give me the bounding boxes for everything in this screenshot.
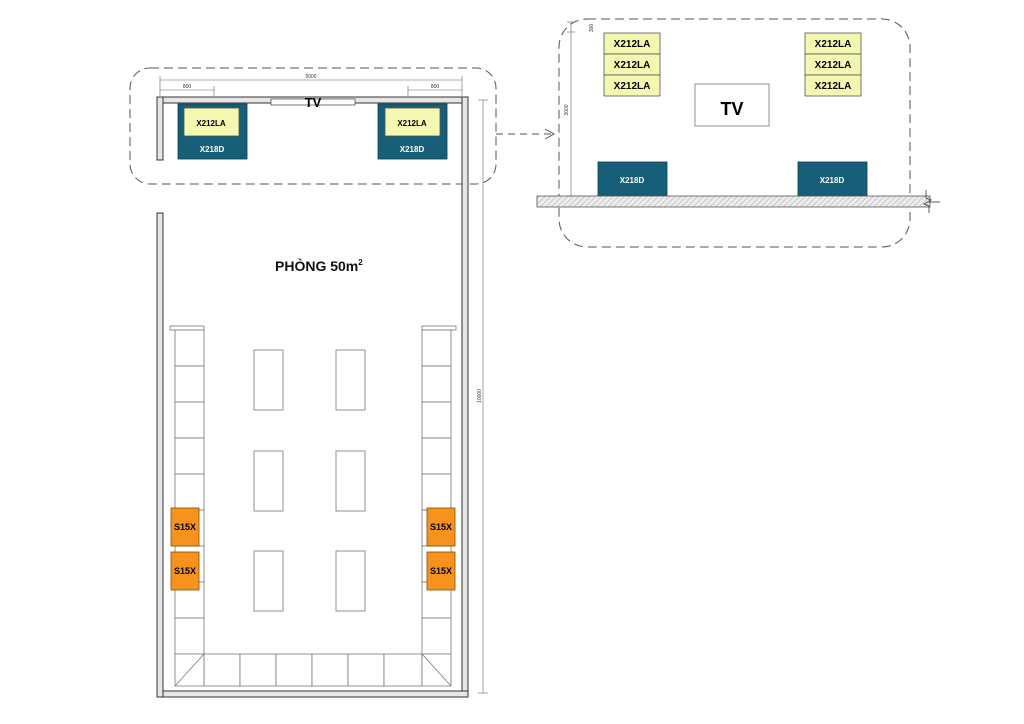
stack-left-label-3: X212LA — [614, 81, 651, 92]
room-label: PHÒNG 50m2 — [275, 257, 363, 274]
elevation-sub-left-label: X218D — [620, 176, 645, 185]
top-x212la-left — [183, 107, 240, 137]
speaker-s15x-left-2 — [170, 551, 200, 591]
dimension-right-offset: 800 — [431, 84, 440, 90]
table — [335, 349, 366, 411]
stack-left-box-3 — [603, 74, 661, 97]
elevation-tv-label: TV — [720, 99, 743, 119]
dimension-length: 10000 — [477, 389, 483, 403]
tv-marker — [270, 98, 356, 106]
stack-right-label-3: X212LA — [815, 81, 852, 92]
elevation-callout-boundary — [558, 18, 911, 248]
table — [335, 550, 366, 612]
table — [253, 450, 284, 512]
elevation-small-dim: 300 — [589, 24, 595, 33]
elevation-height-dim: 3000 — [564, 104, 570, 115]
elevation-tv — [694, 83, 770, 127]
elevation-sub-left — [597, 161, 668, 197]
speaker-s15x-left-2-label: S15X — [174, 566, 196, 576]
stack-right-box-3 — [804, 74, 862, 97]
stage-callout-boundary — [129, 67, 497, 185]
speaker-s15x-right-1 — [426, 507, 456, 547]
table — [253, 550, 284, 612]
speaker-s15x-left-1-label: S15X — [174, 522, 196, 532]
sub-x218d-left-label: X218D — [200, 145, 225, 154]
top-x212la-right — [384, 107, 441, 137]
callout-arrow — [496, 128, 556, 140]
speaker-cluster-top-left: X212LA X218D — [177, 103, 248, 160]
side-speakers-right: S15X S15X — [426, 507, 456, 591]
stack-right-label-2: X212LA — [815, 60, 852, 71]
stack-left-label-1: X212LA — [614, 39, 651, 50]
top-x212la-right-label: X212LA — [397, 119, 427, 128]
stack-left-label-2: X212LA — [614, 60, 651, 71]
speaker-s15x-right-2 — [426, 551, 456, 591]
elevation-sub-right — [797, 161, 868, 197]
elevation-floor-slab — [536, 195, 931, 208]
speaker-s15x-right-1-label: S15X — [430, 522, 452, 532]
elevation-right-stack: X212LA X212LA X212LA — [804, 32, 862, 97]
sub-x218d-right-label: X218D — [400, 145, 425, 154]
side-speakers-left: S15X S15X — [170, 507, 200, 591]
elevation-sub-right-label: X218D — [820, 176, 845, 185]
table — [335, 450, 366, 512]
speaker-cluster-top-right: X212LA X218D — [377, 103, 448, 160]
speaker-s15x-right-2-label: S15X — [430, 566, 452, 576]
tv-label: TV — [305, 95, 322, 110]
tables — [253, 349, 366, 612]
top-dimension-lines — [159, 76, 463, 96]
room-label-main: PHÒNG 50m — [275, 257, 358, 274]
dimension-top-width: 5000 — [305, 74, 316, 80]
room-label-sup: 2 — [358, 258, 363, 267]
speaker-s15x-left-1 — [170, 507, 200, 547]
dimension-left-offset: 800 — [183, 84, 192, 90]
top-x212la-left-label: X212LA — [196, 119, 226, 128]
table — [253, 349, 284, 411]
break-line — [923, 190, 940, 213]
elevation-left-stack: X212LA X212LA X212LA — [603, 32, 661, 97]
side-dimension-line — [478, 99, 488, 694]
stack-right-label-1: X212LA — [815, 39, 852, 50]
sofa-seating — [169, 325, 457, 687]
